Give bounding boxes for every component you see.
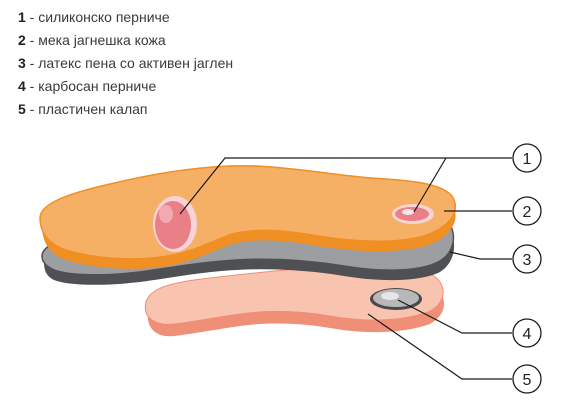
legend-number: 2: [18, 32, 26, 48]
callout-1: 1: [512, 143, 542, 173]
legend-text: мека јагнешка кожа: [38, 32, 166, 48]
callout-4: 4: [512, 318, 542, 348]
silicone-pad-heel: [153, 196, 197, 252]
legend: 1 - силиконско перниче 2 - мека јагнешка…: [18, 6, 233, 121]
legend-separator: -: [25, 78, 39, 94]
legend-number: 4: [18, 78, 26, 94]
legend-text: латекс пена со активен јаглен: [38, 55, 234, 71]
leader-line-4: [397, 299, 512, 334]
legend-separator: -: [25, 55, 39, 71]
leader-line-5: [367, 313, 512, 380]
legend-number: 3: [18, 55, 26, 71]
legend-text: силиконско перниче: [38, 9, 170, 25]
carbosan-pad: [370, 288, 422, 310]
legend-item-5: 5 - пластичен калап: [18, 98, 233, 121]
callout-number: 5: [523, 372, 532, 389]
plastic-shell-layer: [144, 264, 445, 337]
legend-item-2: 2 - мека јагнешка кожа: [18, 29, 233, 52]
legend-text: карбосан перниче: [38, 78, 157, 94]
callout-number: 3: [523, 252, 532, 269]
callout-2: 2: [512, 196, 542, 226]
callout-number: 1: [523, 151, 532, 168]
legend-text: пластичен калап: [38, 101, 148, 117]
leader-line-1b: [413, 157, 447, 213]
legend-item-1: 1 - силиконско перниче: [18, 6, 233, 29]
legend-separator: -: [25, 32, 39, 48]
leader-line-3: [449, 251, 512, 260]
callout-3: 3: [512, 244, 542, 274]
callout-number: 2: [523, 204, 532, 221]
legend-item-4: 4 - карбосан перниче: [18, 75, 233, 98]
callout-number: 4: [523, 326, 532, 343]
callout-5: 5: [512, 364, 542, 394]
leader-lines: [179, 157, 512, 380]
lamb-leather-top: [39, 164, 457, 260]
silicone-pad-forefoot: [392, 204, 434, 224]
lamb-leather-layer: [39, 164, 457, 269]
legend-number: 5: [18, 101, 26, 117]
leader-line-1a: [179, 157, 512, 215]
legend-item-3: 3 - латекс пена со активен јаглен: [18, 52, 233, 75]
legend-separator: -: [25, 9, 39, 25]
plastic-shell-top: [144, 264, 444, 325]
legend-number: 1: [18, 9, 26, 25]
legend-separator: -: [25, 101, 39, 117]
